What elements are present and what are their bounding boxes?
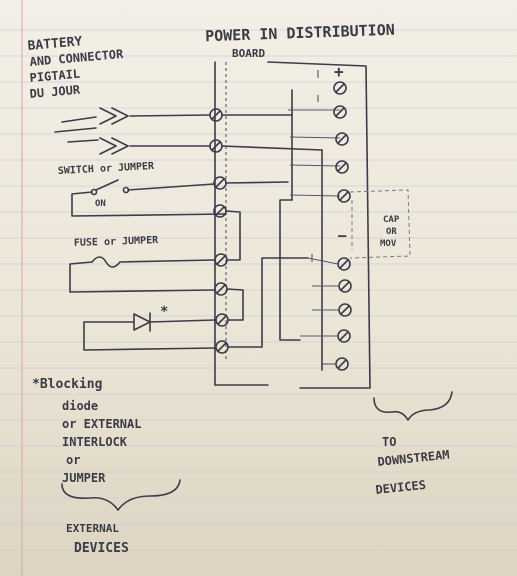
switch-label: SWITCH or JUMPER xyxy=(58,161,156,177)
switch-on-label: ON xyxy=(95,199,106,209)
terminal-r3 xyxy=(335,132,349,146)
downstream-label-3: DEVICES xyxy=(375,478,427,497)
battery-pigtail xyxy=(54,107,211,155)
external-devices-label-2: DEVICES xyxy=(74,541,129,556)
external-devices-label-1: EXTERNAL xyxy=(66,522,119,535)
external-devices-brace xyxy=(61,479,181,511)
terminal-r5 xyxy=(337,189,351,203)
loop-wires xyxy=(225,210,244,321)
terminal-r2 xyxy=(333,105,347,119)
terminal-r4 xyxy=(335,160,349,174)
battery-label-1: BATTERY xyxy=(27,34,83,54)
diode-star: * xyxy=(160,304,168,320)
plus-marker: + xyxy=(334,62,344,81)
note-line-5: or xyxy=(66,453,80,467)
switch-symbol xyxy=(71,179,227,217)
terminal-r7 xyxy=(338,279,352,293)
bus-wires xyxy=(221,89,341,371)
downstream-label-1: TO xyxy=(382,435,396,449)
negative-bus xyxy=(300,257,339,365)
terminal-r8 xyxy=(338,303,352,317)
terminal-r1 xyxy=(333,81,347,95)
note-line-3: or EXTERNAL xyxy=(62,417,141,431)
cap-label-1: CAP xyxy=(383,215,400,225)
title-line2: BOARD xyxy=(232,47,265,60)
battery-label-4: DU JOUR xyxy=(29,83,81,101)
note-line-4: INTERLOCK xyxy=(62,435,128,449)
tick-marks xyxy=(311,70,319,262)
fuse-label: FUSE or JUMPER xyxy=(74,235,160,249)
diode-symbol xyxy=(83,312,216,351)
right-terminals xyxy=(333,81,352,371)
title-line1: POWER IN DISTRIBUTION xyxy=(205,21,395,46)
battery-label-3: PIGTAIL xyxy=(29,67,81,85)
downstream-brace xyxy=(373,391,453,421)
ruled-lines xyxy=(0,29,517,551)
note-line-2: diode xyxy=(62,399,98,413)
downstream-label-2: DOWNSTREAM xyxy=(377,448,450,469)
minus-marker: — xyxy=(338,228,347,244)
fuse-symbol xyxy=(69,256,215,293)
note-line-1: *Blocking xyxy=(32,377,102,392)
cap-mov-box xyxy=(349,189,411,259)
cap-label-3: MOV xyxy=(380,239,397,249)
note-line-6: JUMPER xyxy=(62,471,106,485)
cap-label-2: OR xyxy=(386,227,397,237)
